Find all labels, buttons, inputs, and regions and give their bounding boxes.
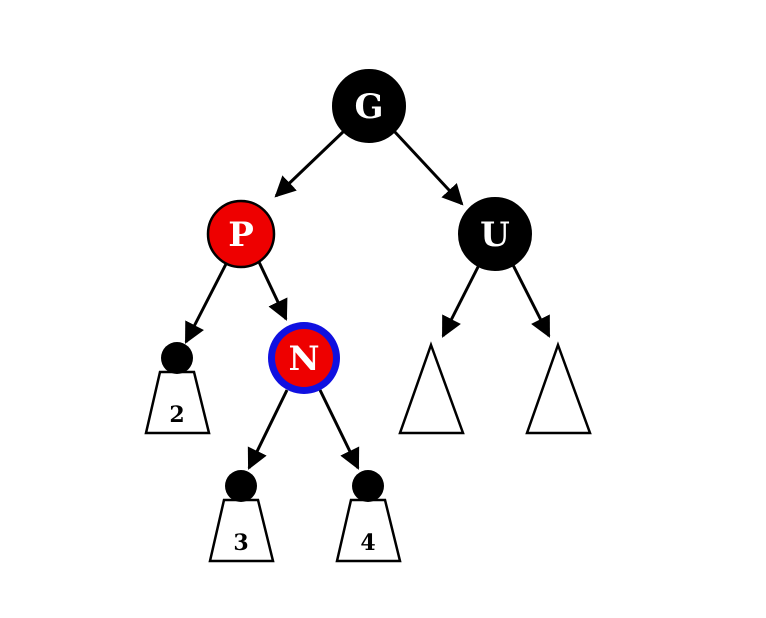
leaf-node-4: [352, 470, 384, 502]
node-p-circle: [206, 199, 276, 269]
edge-n-to-leaf3: [247, 389, 289, 470]
edge-n-to-leaf4: [318, 389, 360, 470]
subtree-u-right: [525, 341, 592, 435]
edge-g-to-p: [274, 129, 346, 198]
subtree-4-label: 4: [360, 530, 375, 556]
node-g-circle: [332, 69, 406, 143]
node-n-circle: [275, 329, 333, 387]
leaf-node-3: [225, 470, 257, 502]
leaf-node-2: [161, 342, 193, 374]
subtree-u-left: [398, 341, 465, 435]
node-p: P: [206, 199, 276, 269]
edge-p-to-leaf2: [184, 263, 228, 344]
node-u-label: U: [480, 215, 510, 255]
node-p-label: P: [228, 215, 254, 255]
edge-u-to-left-subtree: [441, 262, 482, 338]
node-u-circle: [458, 197, 532, 271]
node-u: U: [458, 197, 532, 271]
edge-u-to-right-subtree: [510, 262, 551, 338]
node-n-label: N: [288, 339, 319, 379]
subtree-3-label: 3: [233, 530, 248, 556]
edge-p-to-n: [257, 261, 288, 321]
node-n: N: [268, 322, 340, 394]
node-g-label: G: [354, 87, 383, 127]
subtree-2-label: 2: [169, 402, 184, 428]
node-g: G: [332, 69, 406, 143]
edge-g-to-u: [392, 129, 464, 206]
